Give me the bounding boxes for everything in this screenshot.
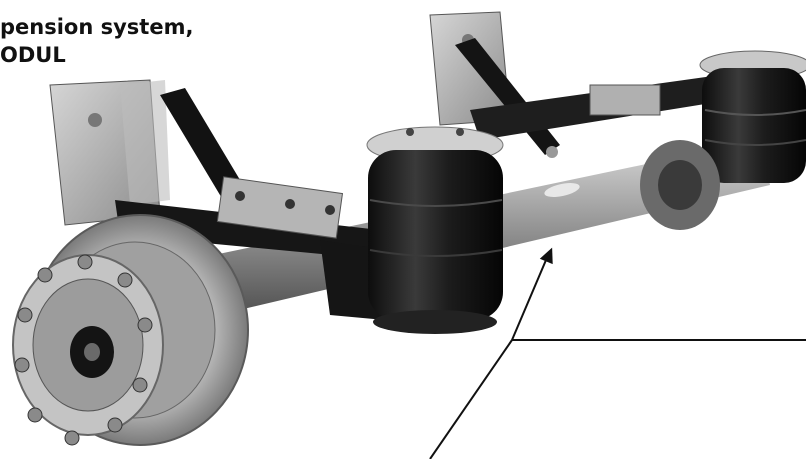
wheel-studs [14, 254, 153, 446]
caption-line-2: ODUL [0, 43, 66, 67]
wheel-hub [12, 254, 164, 436]
caption-line-1: pension system, [0, 15, 194, 39]
front-air-bellow [366, 126, 504, 334]
rear-trailing-arm [470, 75, 730, 140]
rear-air-bellow [699, 50, 806, 183]
rear-brake-hub [640, 140, 720, 230]
callout-lines [429, 247, 806, 459]
front-hanger-bracket [49, 79, 170, 226]
callout-arrow-line [511, 252, 550, 341]
rear-hanger-bracket [429, 11, 511, 126]
callout-diagonal-line [429, 339, 513, 459]
callout-arrowhead [539, 247, 553, 265]
